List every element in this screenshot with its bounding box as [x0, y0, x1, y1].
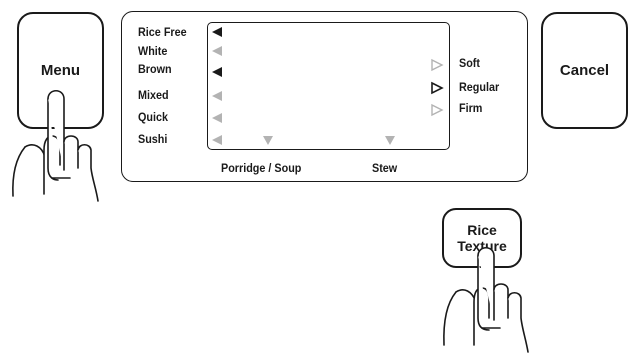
- menu-button-label: Menu: [40, 62, 81, 79]
- mode-label-rinse-free: Rice Free: [138, 25, 187, 39]
- rice-texture-label-line1: Rice: [467, 222, 497, 238]
- cancel-button[interactable]: Cancel: [541, 12, 628, 129]
- cancel-button-label: Cancel: [559, 62, 610, 79]
- mode-label-sushi: Sushi: [138, 132, 168, 146]
- texture-label-regular: Regular: [459, 80, 500, 94]
- porridge-soup-label: Porridge / Soup: [221, 161, 302, 175]
- mode-label-quick: Quick: [138, 110, 169, 124]
- menu-button[interactable]: Menu: [17, 12, 104, 129]
- stew-label: Stew: [372, 161, 398, 175]
- lcd-display: [207, 22, 450, 150]
- mode-label-mixed: Mixed: [138, 88, 169, 102]
- control-panel: [121, 11, 528, 182]
- texture-label-soft: Soft: [459, 56, 480, 70]
- rice-texture-button-text: Rice Texture: [457, 222, 507, 254]
- rice-texture-label-line2: Texture: [457, 238, 507, 254]
- texture-label-firm: Firm: [459, 101, 483, 115]
- mode-label-brown: Brown: [138, 62, 172, 76]
- rice-texture-button[interactable]: Rice Texture: [442, 208, 522, 268]
- mode-label-white: White: [138, 44, 168, 58]
